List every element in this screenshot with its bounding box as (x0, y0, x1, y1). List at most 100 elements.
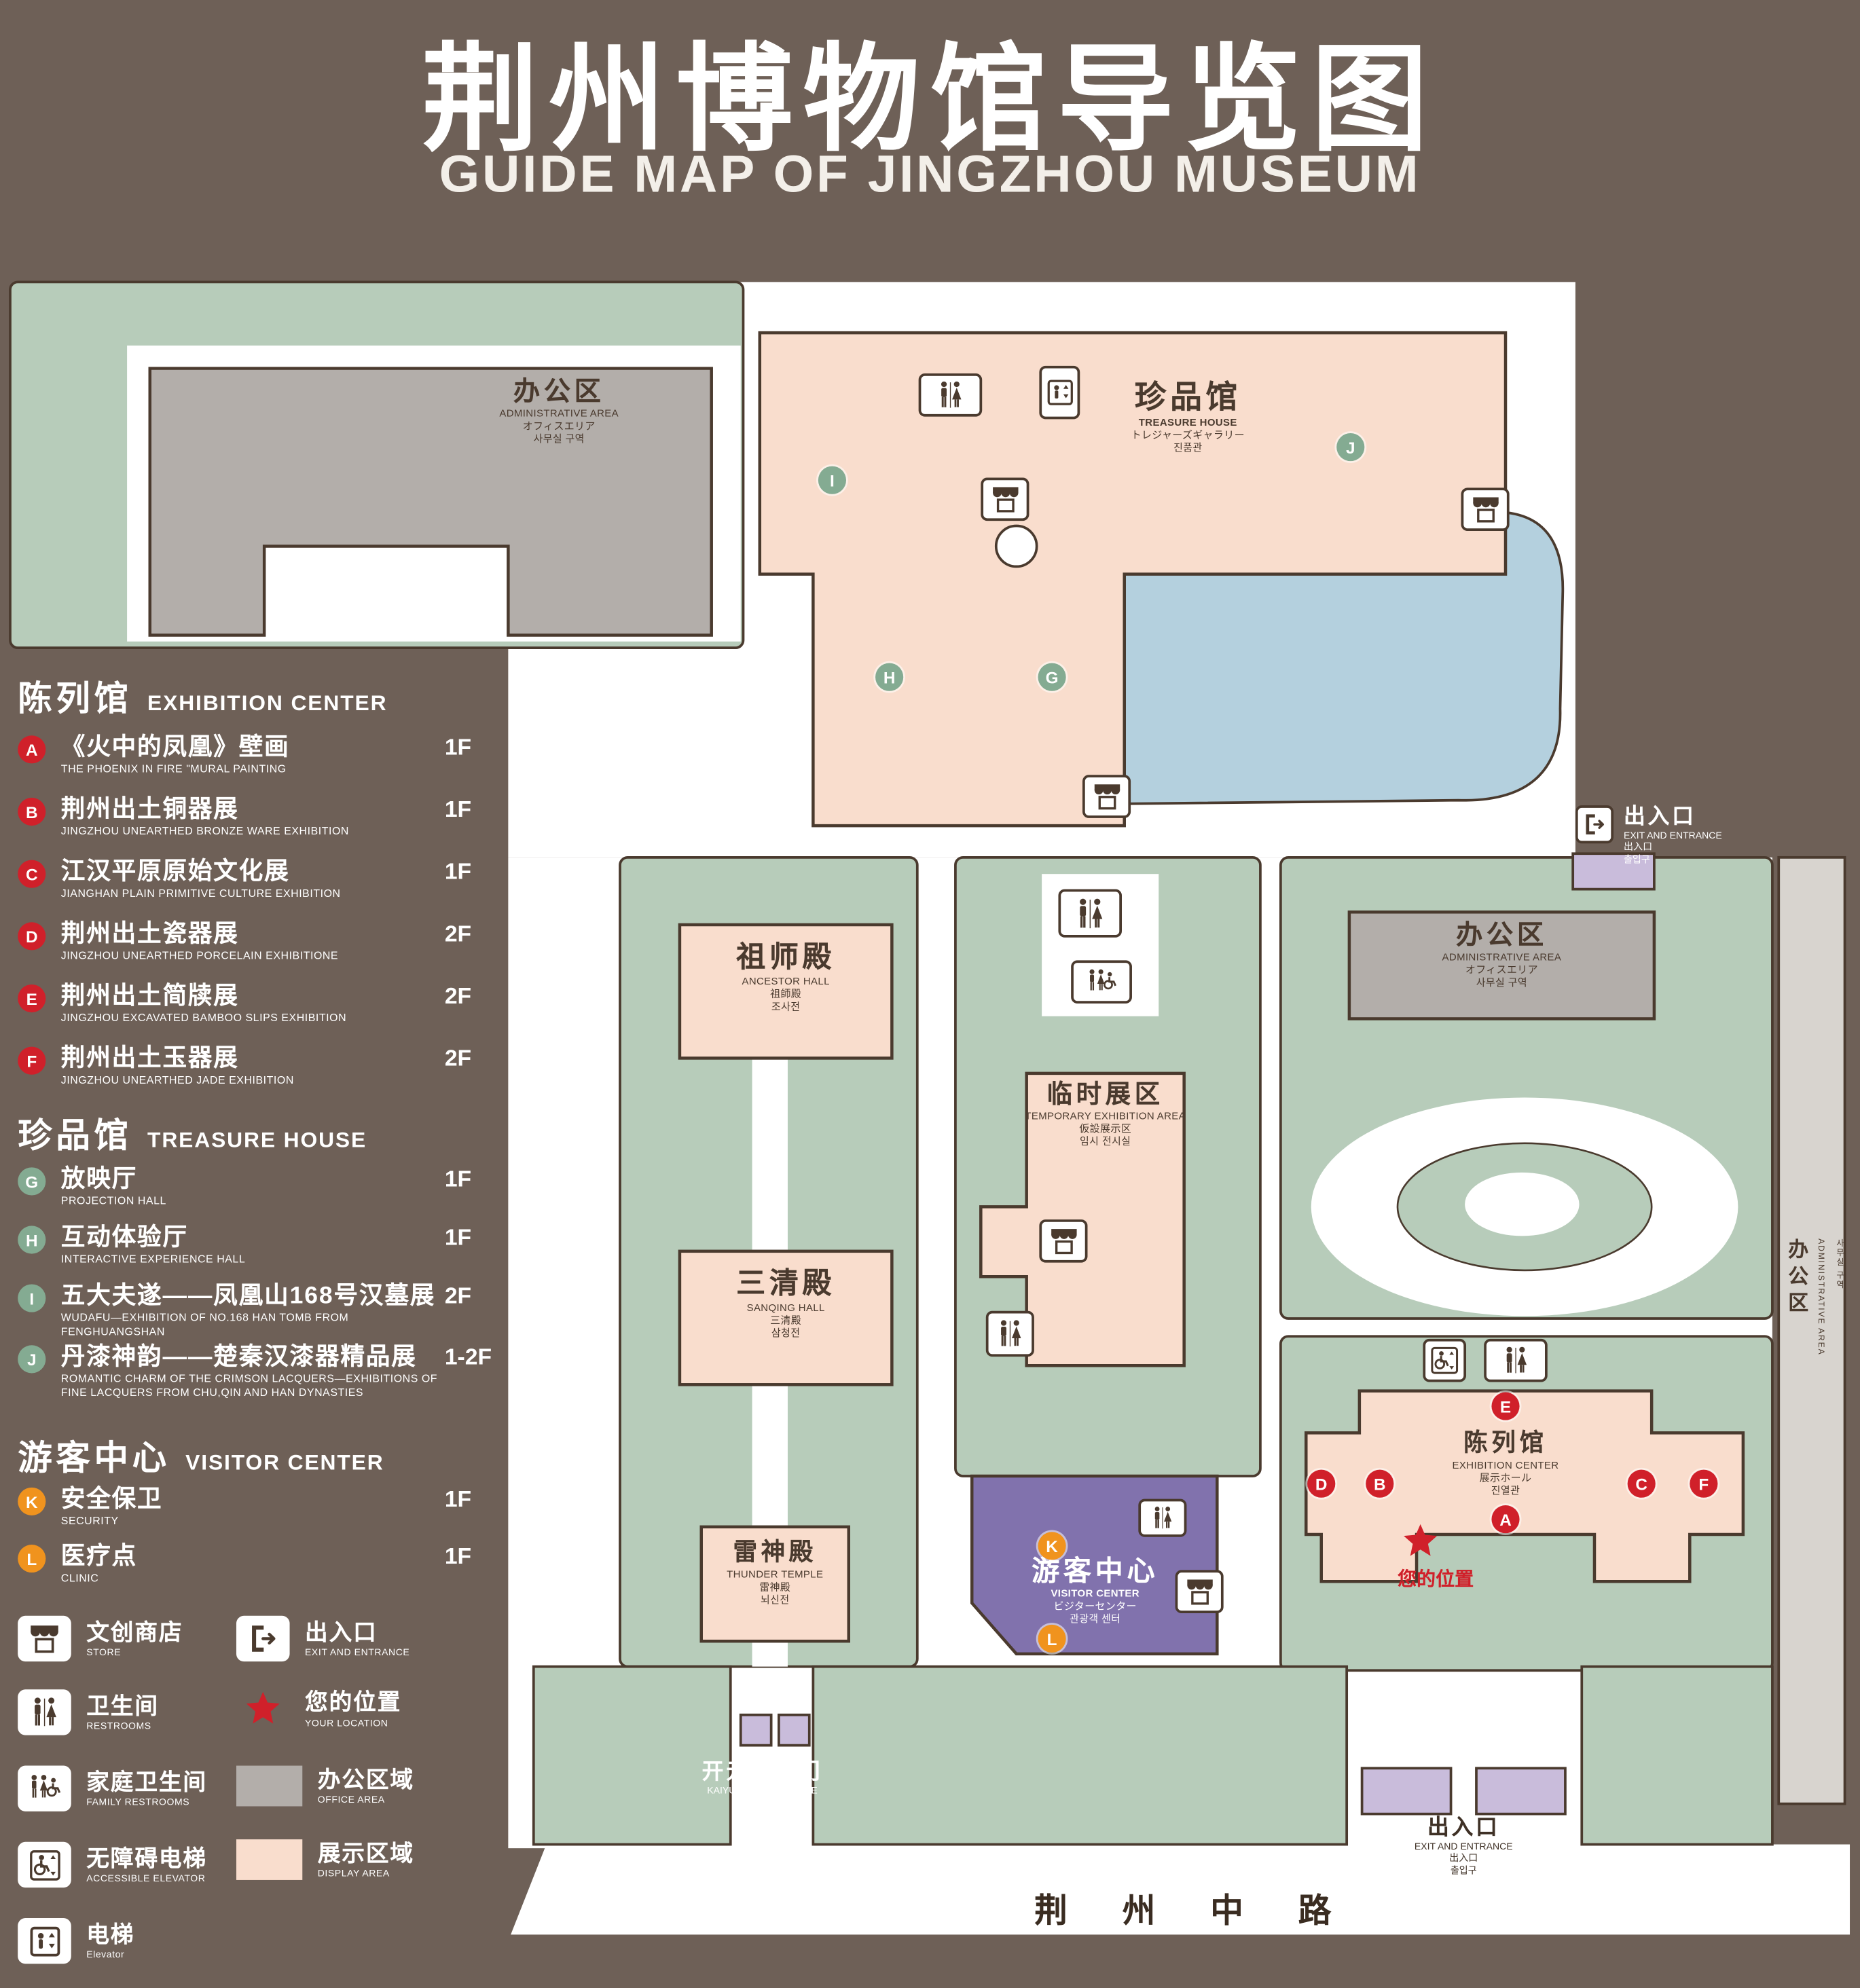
legend-item-b: B 荆州出土铜器展 JINGZHOU UNEARTHED BRONZE WARE… (18, 796, 511, 839)
restroom-icon (918, 373, 983, 417)
legend-item-l: L 医疗点 CLINIC 1F (18, 1543, 511, 1585)
map-marker-l: L (1038, 1624, 1066, 1653)
road-band (511, 1844, 1850, 1935)
store-icon (1082, 775, 1131, 818)
exit-entrance-top-right: 出入口 EXIT AND ENTRANCE 出入口 출입구 (1575, 805, 1722, 866)
marker-badge-h: H (18, 1226, 46, 1254)
restroom-icon (18, 1689, 71, 1735)
marker-badge-l: L (18, 1545, 46, 1573)
store-icon (18, 1615, 71, 1662)
map-marker-i: I (818, 466, 847, 494)
family-restroom-icon (18, 1765, 71, 1811)
legend-item-c: C 江汉平原原始文化展 JIANGHAN PLAIN PRIMITIVE CUL… (18, 859, 511, 901)
elevator-icon (18, 1918, 71, 1964)
gate-structure-1 (739, 1713, 773, 1747)
path-left-1 (752, 1058, 788, 1251)
page-title: 荆州博物馆导览图 (422, 35, 1438, 166)
legend-item-d: D 荆州出土瓷器展 JINGZHOU UNEARTHED PORCELAIN E… (18, 921, 511, 963)
legend-item-j: J 丹漆神韵——楚秦汉漆器精品展 ROMANTIC CHARM OF THE C… (18, 1344, 511, 1399)
label-treasure-house: 珍品馆 TREASURE HOUSE トレジャーズギャラリー 진품관 (1131, 380, 1245, 454)
restroom-icon (1484, 1338, 1548, 1382)
map-marker-d: D (1307, 1469, 1336, 1498)
store-icon (1461, 487, 1510, 532)
map-marker-j: J (1336, 432, 1365, 462)
legend-item-a: A 《火中的凤凰》壁画 THE PHOENIX IN FIRE "MURAL P… (18, 734, 511, 776)
legend-item-e: E 荆州出土简牍展 JINGZHOU EXCAVATED BAMBOO SLIP… (18, 983, 511, 1025)
path-left-3 (752, 1641, 788, 1667)
marker-badge-c: C (18, 860, 46, 888)
label-ancestor-hall: 祖师殿 ANCESTOR HALL 祖師殿 조사전 (736, 940, 836, 1012)
exhibition-center-building (1305, 1389, 1745, 1583)
rotunda (994, 524, 1038, 568)
legend-item-f: F 荆州出土玉器展 JINGZHOU UNEARTHED JADE EXHIBI… (18, 1046, 511, 1088)
label-sanqing-hall: 三清殿 SANQING HALL 三清殿 삼청전 (736, 1266, 836, 1339)
legend-item-g: G 放映厅 PROJECTION HALL 1F (18, 1166, 511, 1208)
ancestor-hall-building (678, 923, 894, 1060)
map-marker-h: H (875, 663, 904, 691)
your-location-label: 您的位置 (1397, 1568, 1474, 1591)
legend-item-h: H 互动体验厅 INTERACTIVE EXPERIENCE HALL 1F (18, 1225, 511, 1267)
exit-entrance-bottom: 出入口 EXIT AND ENTRANCE 出入口 출입구 (1414, 1815, 1513, 1877)
accessible-elevator-icon (18, 1841, 71, 1888)
label-temporary-exhibition: 临时展区 TEMPORARY EXHIBITION AREA 仮設展示区 임시 … (1025, 1081, 1186, 1147)
elevator-icon (1039, 365, 1080, 420)
label-admin-top-left: 办公区 ADMINISTRATIVE AREA オフィスエリア 사무실 구역 (499, 377, 619, 445)
entrance-structure-bottom-1 (1360, 1767, 1453, 1816)
marker-badge-i: I (18, 1284, 46, 1312)
admin-building-center (1347, 910, 1656, 1020)
entrance-structure-top (1571, 852, 1656, 891)
marker-badge-f: F (18, 1046, 46, 1075)
office-area-swatch (236, 1765, 303, 1807)
marker-badge-a: A (18, 735, 46, 764)
restroom-icon (1058, 889, 1123, 938)
legend-section-visitor-center: 游客中心 VISITOR CENTER (18, 1439, 384, 1477)
gate-structure-2 (777, 1713, 811, 1747)
legend-item-k: K 安全保卫 SECURITY 1F (18, 1486, 511, 1528)
your-location-star-icon (1402, 1522, 1440, 1566)
map-marker-c: C (1627, 1469, 1656, 1498)
page-subtitle: GUIDE MAP OF JINGZHOU MUSEUM (439, 145, 1421, 204)
kaiyuan-temple-gate: 开元观山门 KAIYUAN TEMPLE GATE 開元観山門 산문을 열다 (701, 1759, 823, 1821)
store-icon (981, 477, 1029, 521)
admin-building-top-left (148, 367, 713, 637)
label-admin-right-strip: 办公区 ADMINISTRATIVE AREA 사무실 구역 (1784, 1238, 1843, 1356)
restroom-icon (1138, 1498, 1187, 1537)
restroom-icon (985, 1310, 1034, 1357)
landscape-bottom-east (1580, 1665, 1774, 1846)
map-marker-b: B (1366, 1469, 1394, 1498)
accessible-elevator-icon (1423, 1338, 1467, 1382)
thunder-temple-building (699, 1525, 851, 1643)
marker-badge-g: G (18, 1167, 46, 1196)
marker-badge-b: B (18, 797, 46, 826)
display-area-swatch (236, 1839, 303, 1880)
label-exhibition-center: 陈列馆 EXHIBITION CENTER 展示ホール 진열관 (1452, 1430, 1559, 1496)
treasure-house-building (758, 331, 1508, 828)
admin-strip-right (1777, 855, 1846, 1805)
legend-item-i: I 五大夫遂——凤凰山168号汉墓展 WUDAFU—EXHIBITION OF … (18, 1283, 511, 1339)
label-thunder-temple: 雷神殿 THUNDER TEMPLE 雷神殿 뇌신전 (727, 1539, 824, 1606)
legend-section-treasure-house: 珍品馆 TREASURE HOUSE (18, 1116, 367, 1155)
store-icon (1175, 1570, 1224, 1614)
label-admin-center: 办公区 ADMINISTRATIVE AREA オフィスエリア 사무실 구역 (1442, 921, 1562, 989)
exit-icon (1575, 805, 1614, 844)
label-visitor-center: 游客中心 VISITOR CENTER ビジターセンター 관광객 센터 (1032, 1554, 1159, 1625)
path-left-2 (752, 1384, 788, 1527)
map-marker-g: G (1038, 663, 1066, 691)
garden-inner-path (1465, 1172, 1580, 1236)
marker-badge-j: J (18, 1345, 46, 1374)
marker-badge-e: E (18, 984, 46, 1013)
map-marker-f: F (1690, 1469, 1718, 1498)
exit-icon (236, 1615, 290, 1662)
sanqing-hall-building (678, 1249, 894, 1386)
location-star-icon (236, 1690, 290, 1728)
marker-badge-k: K (18, 1487, 46, 1515)
map-marker-a: A (1491, 1505, 1520, 1534)
temporary-exhibition-building (979, 1071, 1186, 1367)
map-marker-k: K (1038, 1532, 1066, 1560)
